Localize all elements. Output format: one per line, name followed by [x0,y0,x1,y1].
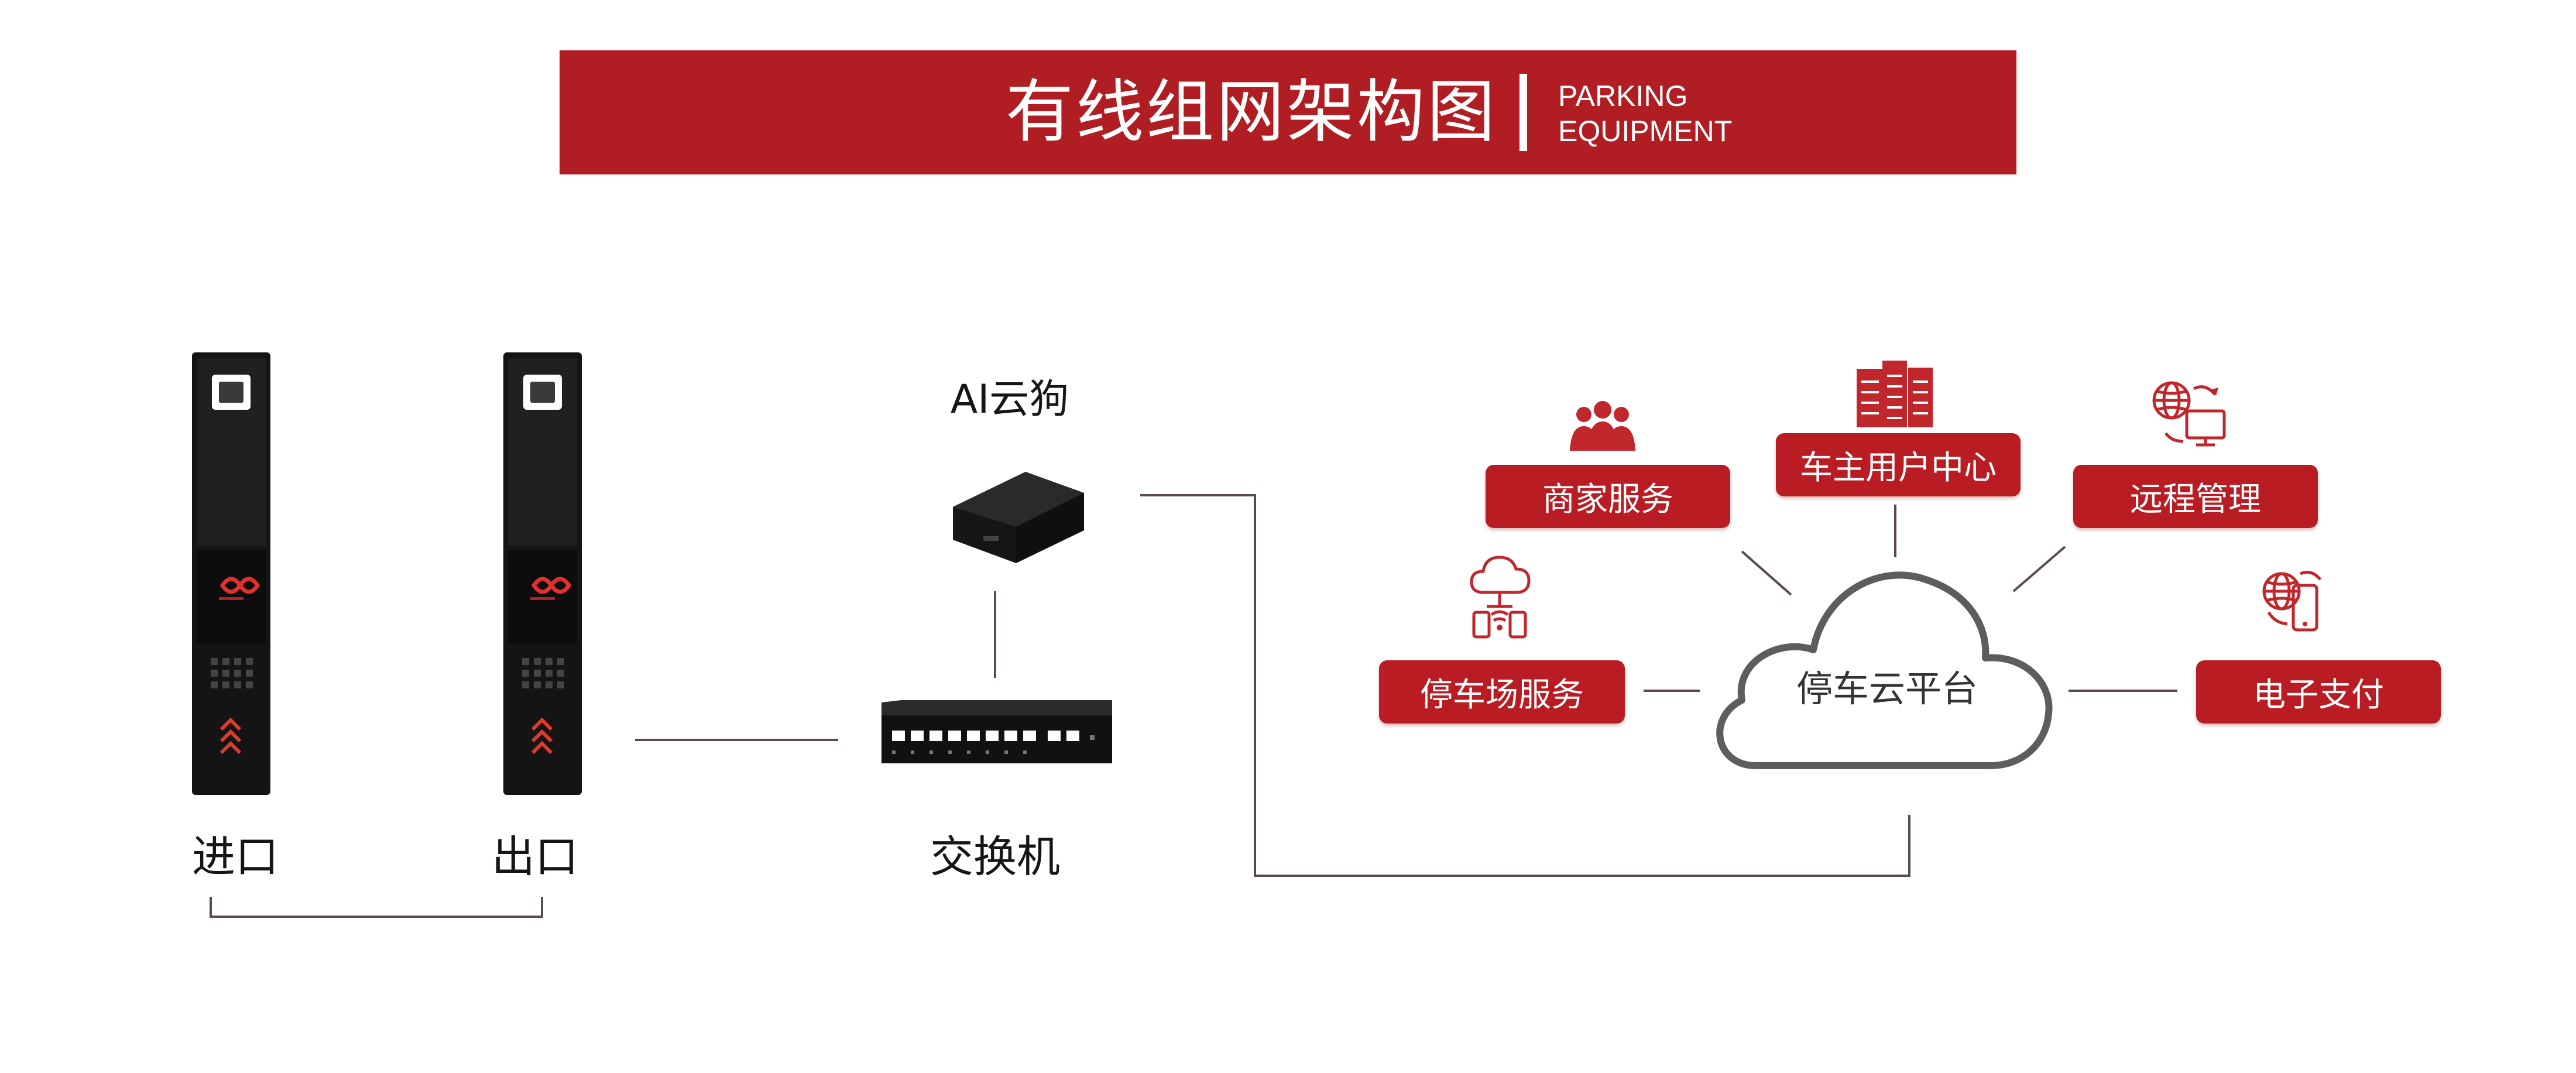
gate-connector-line [210,897,543,918]
merchant-to-cloud-line [1741,550,1792,596]
entrance-label: 进口 [192,832,279,882]
banner-subtitle: PARKING EQUIPMENT [1558,78,1732,149]
subtitle-line-1: PARKING [1558,80,1688,112]
owner-user-center-node: 车主用户中心 [1776,433,2021,496]
cloud-platform-label: 停车云平台 [1796,667,1978,710]
parking-lot-service-node: 停车场服务 [1379,660,1625,724]
electronic-payment-node: 电子支付 [2196,660,2441,724]
title-separator [1519,74,1527,151]
switch-label: 交换机 [930,832,1060,882]
remote-to-cloud-line [2012,546,2066,592]
merchant-service-node: 商家服务 [1486,465,1730,528]
header-banner: 有线组网架构图 PARKING EQUIPMENT [560,50,2016,174]
subtitle-line-2: EQUIPMENT [1558,115,1733,148]
exit-label: 出口 [492,832,578,882]
ai-box-label: AI云狗 [950,376,1069,423]
ai-box-to-cloud-line [1140,494,1910,877]
remote-management-node: 远程管理 [2073,465,2318,528]
diagram-title: 有线组网架构图 [1006,73,1497,152]
